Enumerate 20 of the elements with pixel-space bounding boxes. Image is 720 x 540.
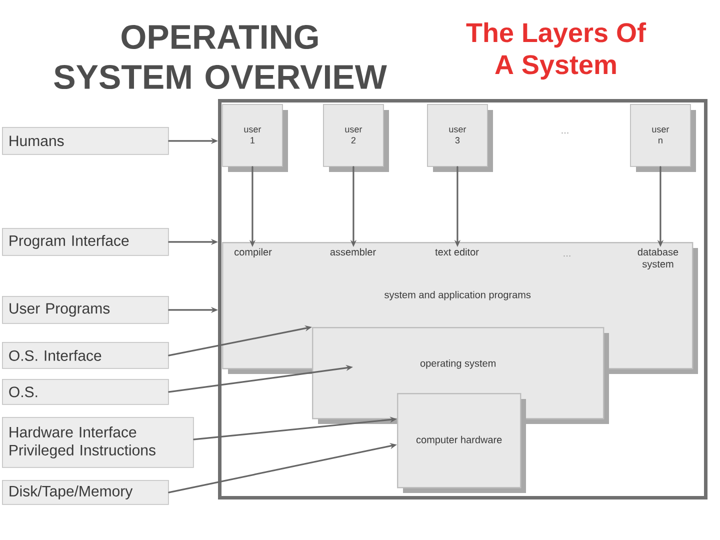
program-label: assembler — [330, 248, 376, 256]
ellipsis: ... — [562, 132, 568, 134]
user-box: user 3 — [427, 104, 493, 172]
program-label: database system — [638, 248, 678, 270]
program-label: text editor — [435, 248, 479, 256]
program-label: compiler — [234, 248, 272, 258]
callout-box: Hardware Interface Privileged Instructions — [2, 417, 194, 468]
user-box: user 2 — [323, 104, 389, 172]
callout-box: Disk/Tape/Memory — [2, 480, 169, 505]
ellipsis: ... — [564, 255, 570, 257]
user-box: user 1 — [222, 104, 288, 172]
layer-box: computer hardware — [397, 393, 526, 493]
callout-box: User Programs — [2, 296, 169, 324]
callout-box: O.S. Interface — [2, 342, 169, 369]
callout-box: Program Interface — [2, 228, 169, 256]
callout-box: Humans — [2, 127, 169, 155]
callout-box: O.S. — [2, 379, 169, 405]
title: OPERATING SYSTEM OVERVIEW — [54, 24, 387, 90]
subtitle: The Layers Of A System — [466, 22, 646, 80]
user-box: user n — [630, 104, 696, 172]
